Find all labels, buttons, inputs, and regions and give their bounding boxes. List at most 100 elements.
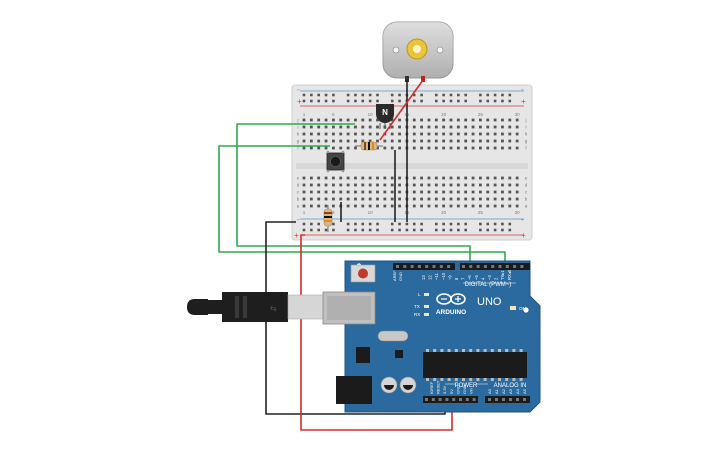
voltage-regulator — [356, 347, 370, 363]
push-button[interactable] — [326, 150, 345, 173]
digital-pin-label: ~6 — [467, 275, 472, 280]
led-l-label: L — [418, 292, 421, 297]
rail-plus-bottom: + — [294, 231, 299, 240]
row-letter: b — [525, 197, 528, 202]
smd-chip — [395, 350, 403, 358]
power-pin-label: Vin — [469, 388, 474, 394]
capacitor-2 — [399, 376, 417, 394]
rail-minus-top: - — [297, 85, 300, 94]
column-number: 20 — [441, 112, 447, 117]
column-number: 30 — [515, 112, 521, 117]
wire-green-base[interactable] — [236, 123, 471, 268]
column-number: 25 — [478, 112, 484, 117]
column-number: 20 — [441, 210, 447, 215]
arduino-model: UNO — [477, 296, 502, 308]
bottom-header-holes — [425, 398, 526, 401]
digital-pin-label: 8 — [454, 277, 459, 280]
row-letter: d — [525, 183, 528, 188]
crystal-oscillator — [377, 330, 409, 342]
digital-pin-label: RX◂0 — [507, 269, 512, 280]
arduino-brand: ARDUINO — [436, 309, 466, 316]
motor-gear-icon — [406, 38, 428, 60]
digital-header-1 — [393, 263, 455, 270]
digital-pin-label: 12 — [428, 275, 433, 280]
power-header — [423, 396, 478, 403]
analog-label: ANALOG IN — [494, 383, 527, 389]
column-number: 30 — [515, 210, 521, 215]
column-number: 10 — [368, 210, 374, 215]
power-pin-label: 5V — [449, 389, 454, 394]
digital-pin-label: ~3 — [487, 275, 492, 280]
analog-pin-label: A2 — [501, 388, 506, 394]
digital-pin-label: 2 — [494, 277, 499, 280]
digital-pin-label: ~11 — [434, 273, 439, 280]
rail-minus-bottom: - — [297, 215, 300, 224]
led-on — [510, 306, 516, 310]
power-pin-label: IOREF — [429, 381, 434, 394]
breadboard-holes — [302, 93, 519, 232]
analog-pin-label: A4 — [515, 388, 520, 394]
digital-pin-label: 4 — [480, 277, 485, 280]
wire-motor-red[interactable] — [379, 79, 424, 141]
analog-pin-label: A3 — [508, 388, 513, 394]
digital-header-holes — [396, 265, 524, 268]
column-number: 10 — [368, 112, 374, 117]
transistor-label: N — [382, 108, 388, 117]
row-letter: h — [297, 132, 300, 137]
dc-motor[interactable] — [382, 21, 454, 82]
row-letter: a — [297, 204, 300, 209]
row-letter: g — [525, 139, 528, 144]
row-letter: f — [525, 146, 527, 151]
power-pin-label: 3.3V — [442, 385, 447, 394]
pulldown-resistor[interactable] — [323, 205, 333, 232]
usb-cable[interactable]: ⇆ — [187, 292, 325, 322]
row-letter: d — [297, 183, 300, 188]
usb-symbol-icon: ⇆ — [270, 304, 277, 313]
analog-header — [485, 396, 530, 403]
wire-5v-red[interactable] — [300, 234, 453, 431]
power-pin-label: GND — [462, 385, 467, 394]
rail-minus-bottom-right: - — [521, 215, 524, 224]
row-letter: i — [298, 125, 299, 130]
column-number: 1 — [303, 210, 306, 215]
column-number: 5 — [332, 112, 335, 117]
rail-plus-top: + — [297, 97, 302, 106]
capacitor-1 — [380, 376, 398, 394]
power-pin-label: RESET — [436, 380, 441, 394]
analog-pin-label: A0 — [487, 388, 492, 394]
rail-plus-bottom-right: + — [521, 231, 526, 240]
digital-label: DIGITAL (PWM~) — [465, 282, 512, 288]
chip-pins — [426, 349, 523, 381]
row-letter: j — [297, 118, 299, 123]
row-letter: c — [297, 190, 300, 195]
digital-pin-label: 13 — [421, 275, 426, 280]
led-rx — [424, 313, 429, 316]
row-letter: c — [525, 190, 528, 195]
wires — [218, 79, 506, 431]
row-letter: e — [297, 176, 300, 181]
led-on-label: ON — [519, 306, 526, 311]
aref-label: AREF — [392, 270, 397, 281]
digital-pin-label: TX▸1 — [500, 270, 505, 280]
base-resistor[interactable] — [355, 141, 383, 151]
led-tx-label: TX — [414, 304, 420, 309]
power-pin-label: GND — [455, 385, 460, 394]
npn-transistor[interactable]: N — [376, 104, 394, 129]
gnd-pin-label: GND — [398, 272, 403, 281]
column-number: 1 — [303, 112, 306, 117]
led-l — [424, 293, 429, 296]
digital-pin-label: 7 — [461, 277, 466, 280]
digital-pin-label: ~5 — [474, 275, 479, 280]
motor-screw-left-icon — [392, 46, 400, 54]
digital-header-2 — [460, 263, 530, 270]
wire-green-button[interactable] — [218, 145, 506, 268]
led-rx-label: RX — [414, 312, 420, 317]
power-label: POWER — [455, 383, 478, 389]
analog-pin-label: A5 — [522, 388, 527, 394]
